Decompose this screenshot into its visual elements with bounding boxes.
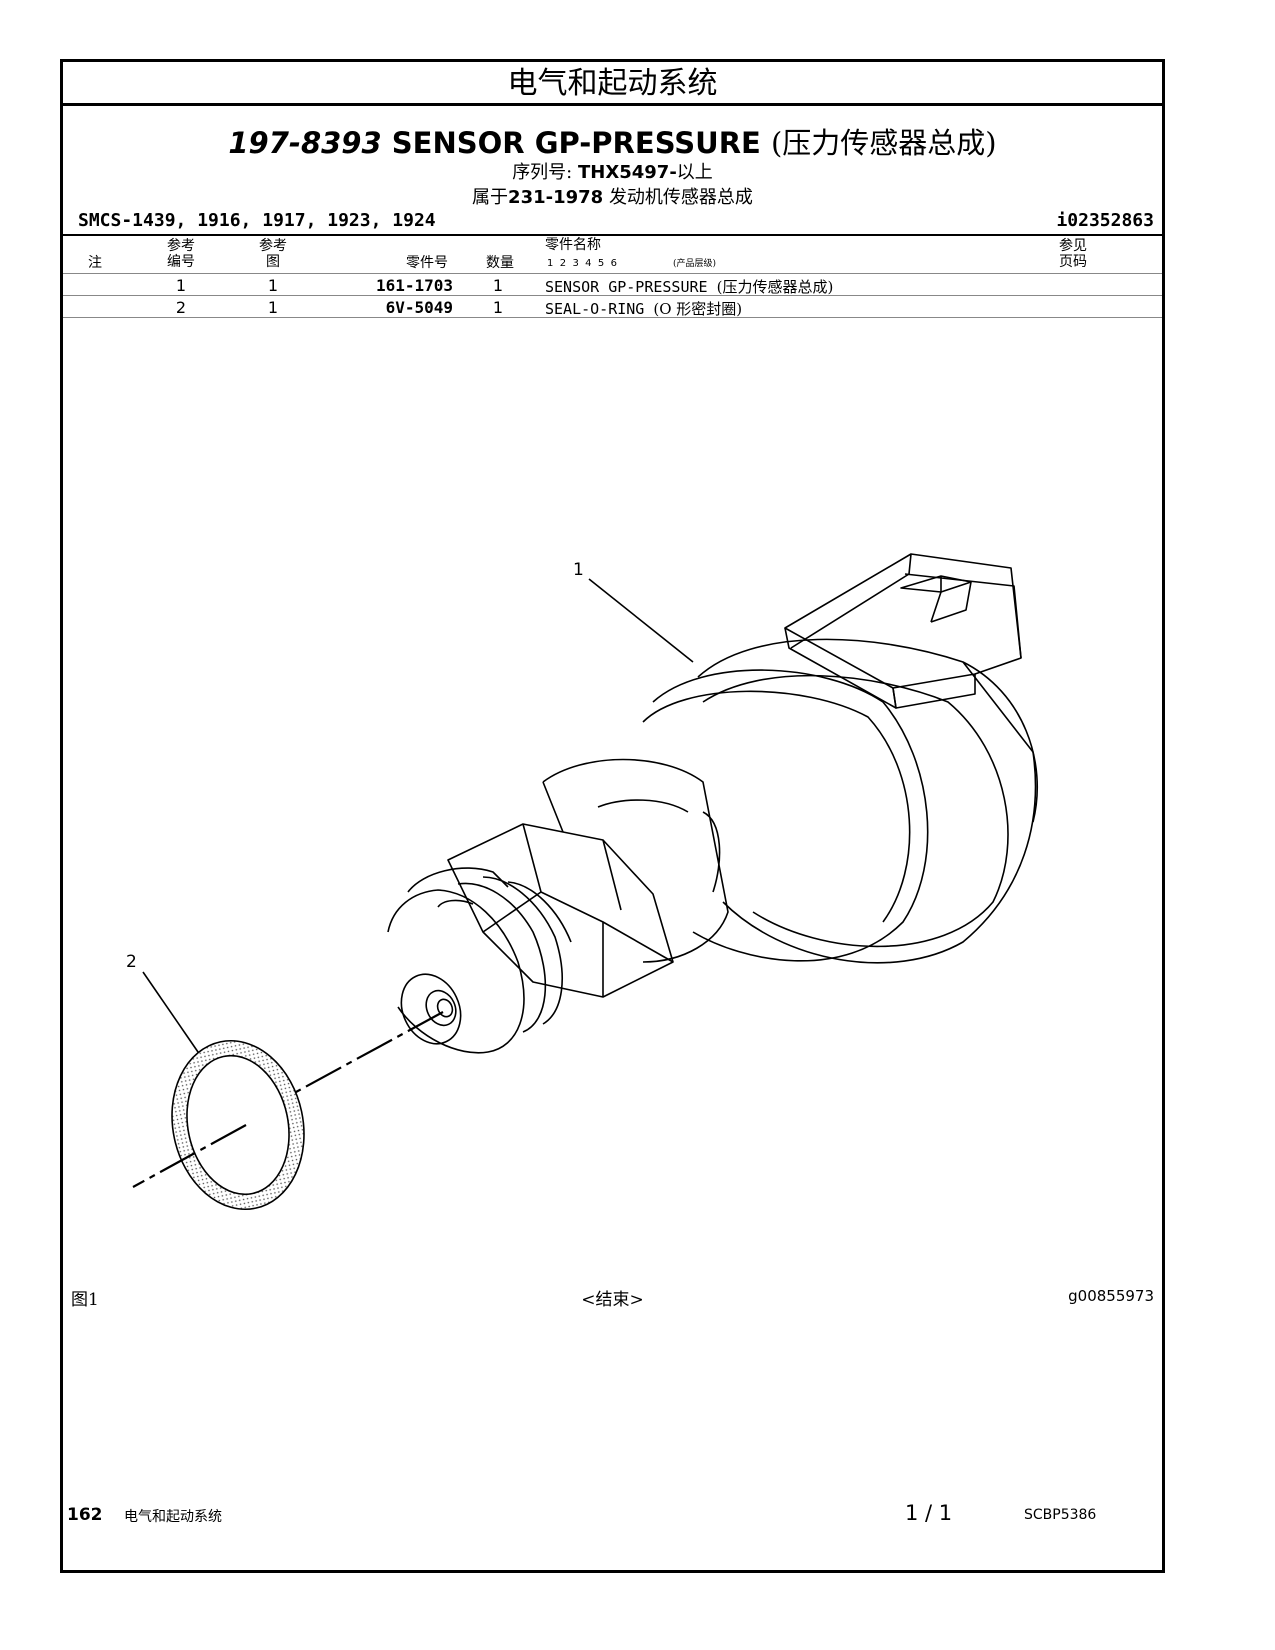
title-name-cn: (压力传感器总成) [770, 126, 997, 160]
parent-name: 发动机传感器总成 [608, 187, 753, 208]
parent-part-number: 231-1978 [508, 187, 604, 208]
row-name-cn: (O 形密封圈) [653, 300, 743, 318]
header-levels: 1 2 3 4 5 6 [547, 258, 617, 269]
document-id: i02352863 [1056, 210, 1154, 231]
serial-label: 序列号: [512, 162, 573, 183]
parent-assembly: 属于231-1978 发动机传感器总成 [63, 183, 1162, 209]
graphic-id: g00855973 [1068, 1287, 1154, 1305]
header-note: 注 [88, 255, 102, 271]
figure-label: 图1 [71, 1290, 99, 1310]
callout-1: 1 [573, 560, 584, 580]
row-name-cn: (压力传感器总成) [716, 278, 834, 296]
callout-2-leader [142, 971, 199, 1053]
row-name-en: SENSOR GP-PRESSURE [545, 278, 708, 296]
row-fig: 1 [267, 298, 279, 317]
callout-1-leader [588, 578, 694, 663]
row-part-number: 161-1703 [375, 276, 453, 295]
header-part-no: 零件号 [406, 255, 448, 271]
end-marker: <结束> [581, 1290, 644, 1310]
serial-suffix: 以上 [676, 162, 713, 183]
row-part-number: 6V-5049 [385, 298, 453, 317]
footer-page-number: 162 [67, 1505, 103, 1525]
o-ring-seal-drawing [132, 1039, 305, 1211]
serial-value: THX5497- [578, 162, 677, 183]
row-ref: 2 [175, 298, 187, 317]
row-name: SENSOR GP-PRESSURE (压力传感器总成) [545, 276, 833, 297]
callout-2: 2 [126, 952, 137, 972]
header-qty: 数量 [486, 255, 514, 271]
title-name-en: SENSOR GP-PRESSURE [391, 126, 761, 160]
header-see-page: 参见 页码 [1053, 238, 1093, 270]
page-frame: 电气和起动系统 197-8393 SENSOR GP-PRESSURE (压力传… [60, 59, 1165, 1573]
row-fig: 1 [267, 276, 279, 295]
header-levels-note: (产品层级) [673, 259, 717, 269]
pressure-sensor-drawing [295, 553, 1039, 1093]
footer-page-of: 1 / 1 [905, 1501, 953, 1525]
header-see-page-bottom: 页码 [1059, 254, 1087, 270]
parent-prefix: 属于 [472, 187, 509, 208]
row-qty: 1 [492, 276, 504, 295]
table-header: 注 参考 编号 参考 图 零件号 数量 零件名称 1 2 3 4 5 6 (产品… [63, 236, 1162, 274]
row-qty: 1 [492, 298, 504, 317]
table-row: 2 1 6V-5049 1 SEAL-O-RING (O 形密封圈) [63, 296, 1162, 318]
table-row: 1 1 161-1703 1 SENSOR GP-PRESSURE (压力传感器… [63, 274, 1162, 296]
parts-illustration [132, 553, 1039, 1211]
header-ref-fig-top: 参考 [259, 238, 287, 254]
header-ref-no-bottom: 编号 [167, 254, 195, 270]
footer-document-code: SCBP5386 [1024, 1507, 1097, 1523]
header-ref-fig: 参考 图 [253, 238, 293, 270]
serial-range: 序列号: THX5497-以上 [63, 158, 1162, 184]
row-name-en: SEAL-O-RING [545, 300, 645, 318]
row-ref: 1 [175, 276, 187, 295]
header-ref-no: 参考 编号 [161, 238, 201, 270]
document-title: 197-8393 SENSOR GP-PRESSURE (压力传感器总成) [63, 120, 1162, 162]
footer-section: 电气和起动系统 [124, 1509, 222, 1525]
header-name: 零件名称 [545, 237, 601, 253]
title-part-number: 197-8393 [228, 126, 382, 160]
row-name: SEAL-O-RING (O 形密封圈) [545, 298, 742, 319]
smcs-codes: SMCS-1439, 1916, 1917, 1923, 1924 [78, 210, 436, 231]
section-header: 电气和起动系统 [63, 62, 1162, 106]
header-ref-fig-bottom: 图 [266, 254, 280, 270]
header-see-page-top: 参见 [1059, 238, 1087, 254]
header-ref-no-top: 参考 [167, 238, 195, 254]
smcs-row: SMCS-1439, 1916, 1917, 1923, 1924 i02352… [63, 206, 1162, 236]
